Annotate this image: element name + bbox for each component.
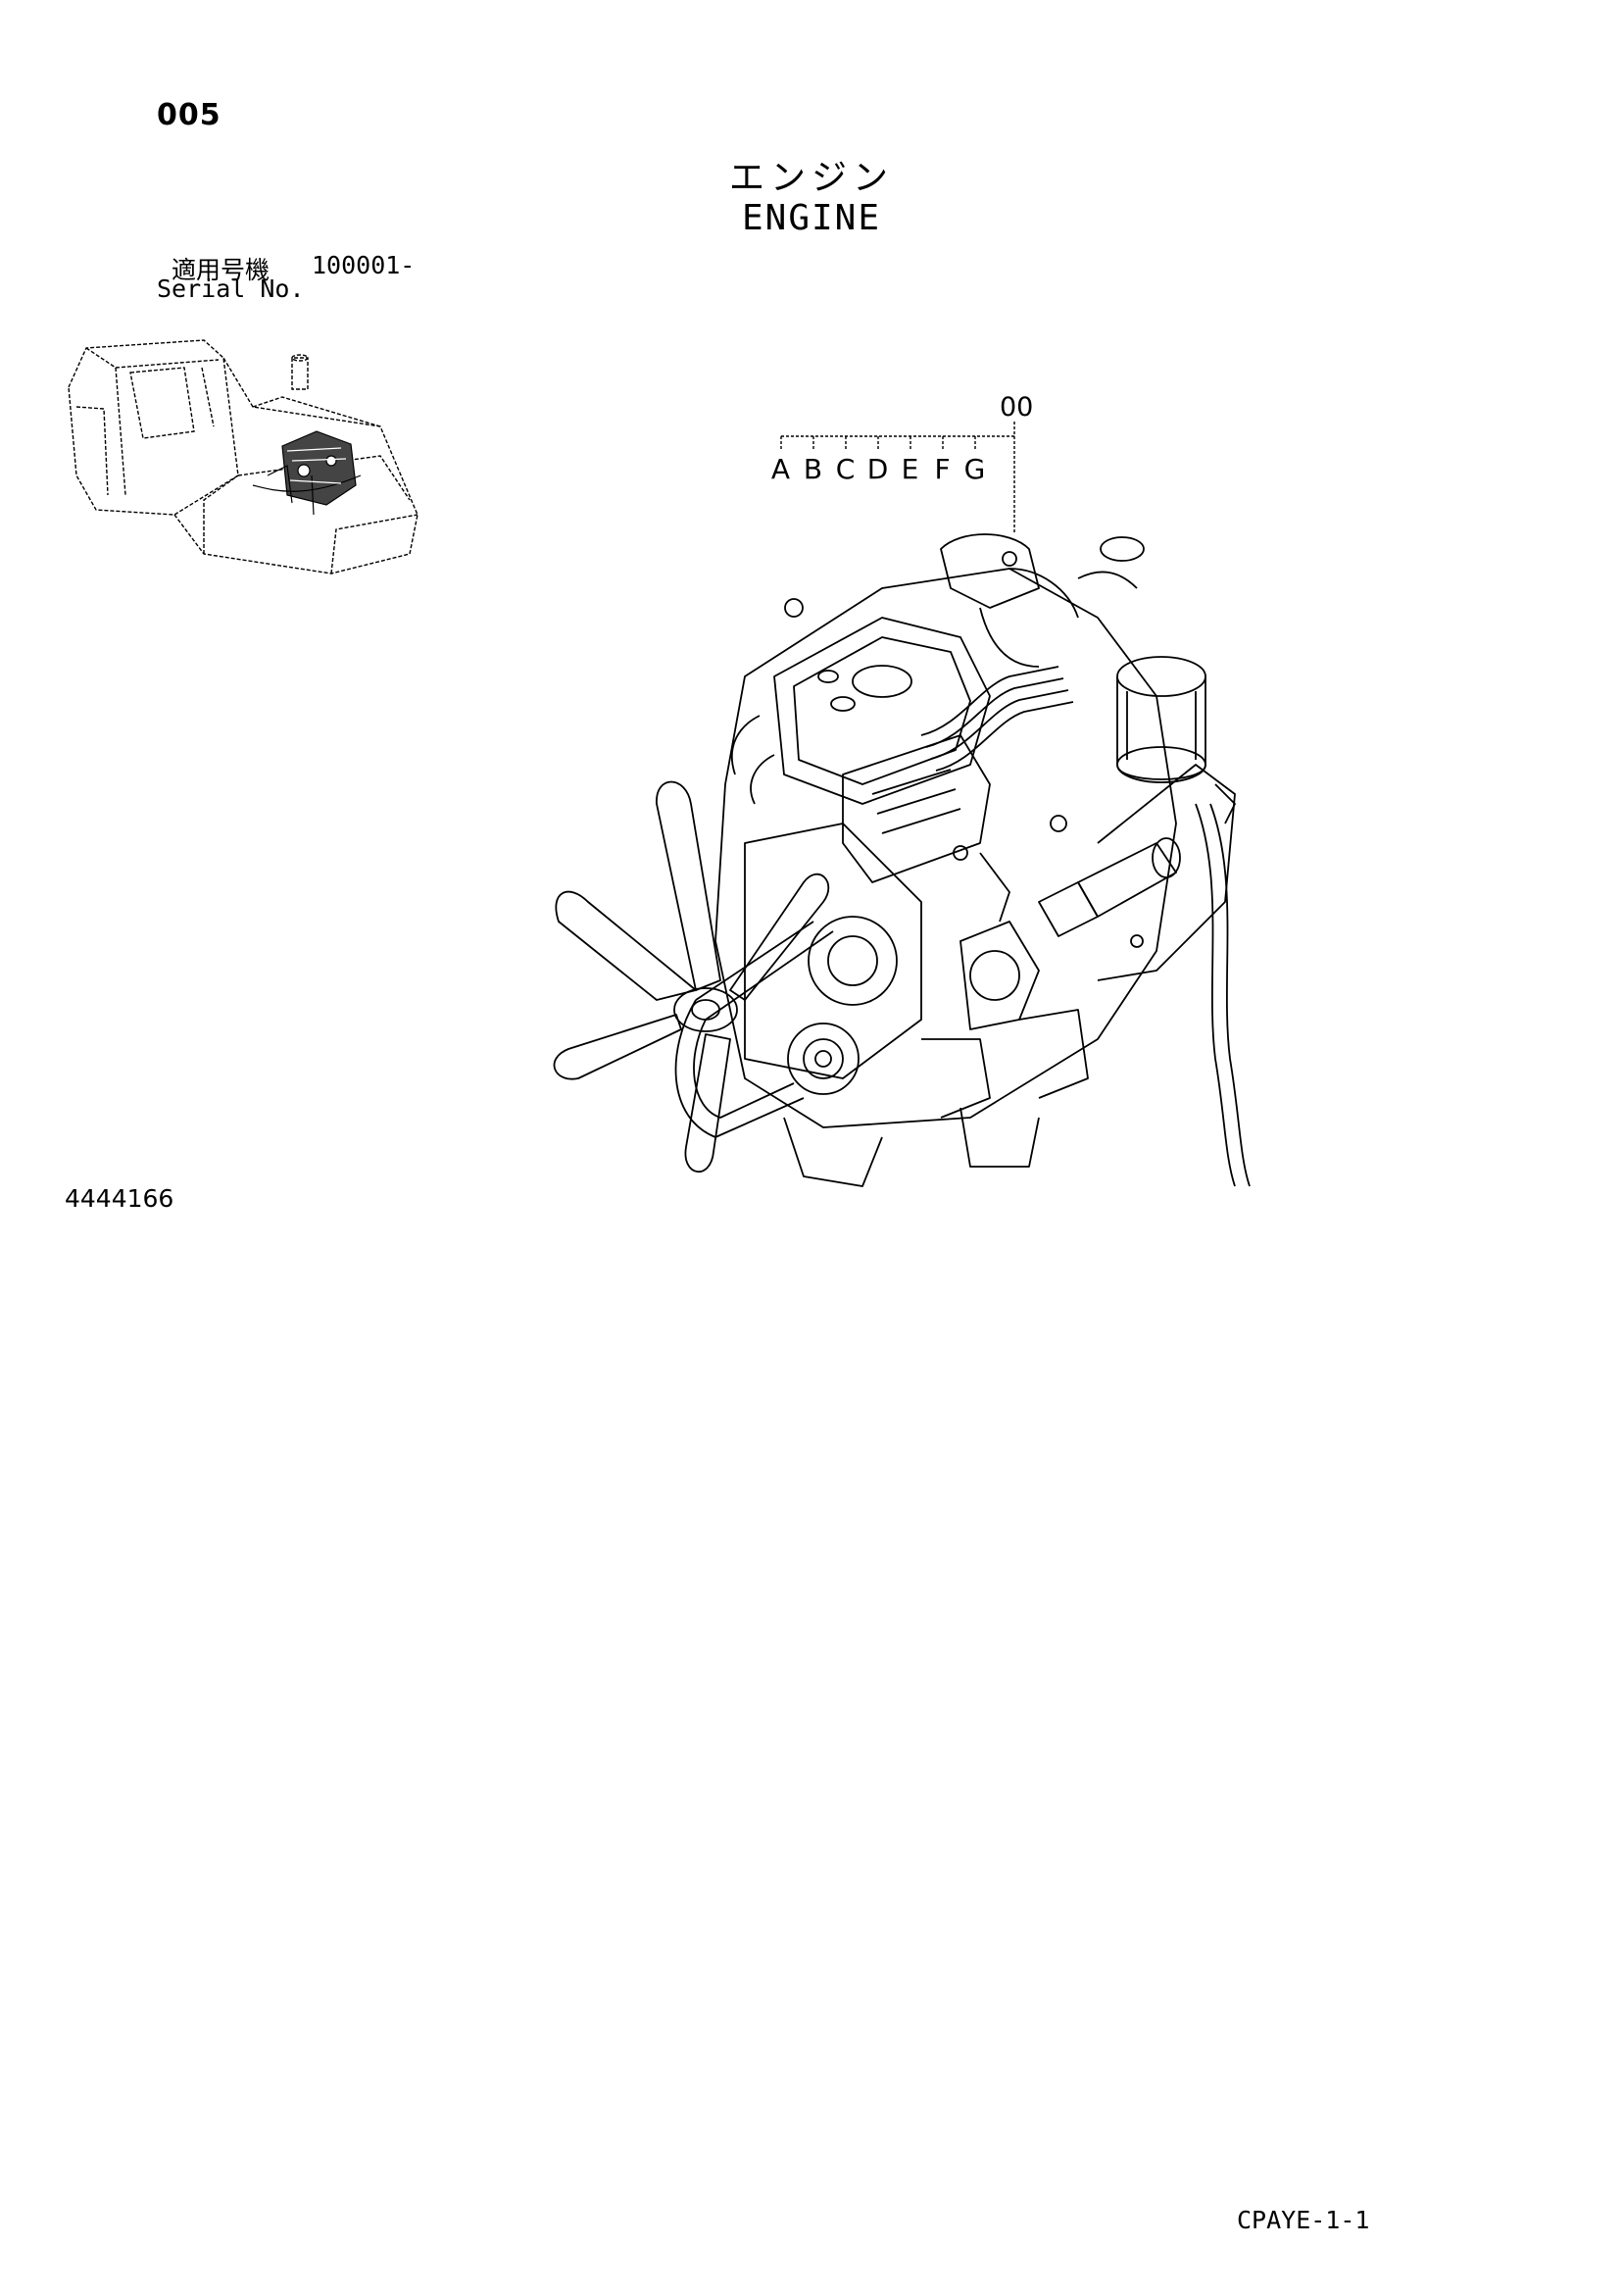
engine-drawing-icon (553, 533, 1251, 1187)
variant-letter: A (770, 453, 791, 485)
callout-number: 00 (1000, 392, 1034, 423)
page-number: 005 (157, 98, 221, 132)
page-code: CPAYE-1-1 (1237, 2206, 1370, 2234)
excavator-location-icon (68, 339, 418, 574)
variant-letter: F (934, 453, 951, 485)
variant-letter: D (866, 453, 889, 485)
page-title-english: ENGINE (741, 198, 882, 238)
page-title-japanese: エンジン (728, 158, 894, 198)
serial-label-english: Serial No. (157, 275, 305, 303)
serial-number-value: 100001- (312, 251, 416, 279)
variant-letters: A B C D E F G (764, 453, 991, 485)
part-number: 4444166 (65, 1184, 174, 1213)
variant-letter: G (963, 453, 986, 485)
serial-label-japanese: 適用号機 (172, 256, 270, 284)
variant-letter: E (901, 453, 919, 485)
variant-letter: B (803, 453, 823, 485)
callout-leader-lines (780, 422, 1015, 534)
variant-letter: C (835, 453, 856, 485)
